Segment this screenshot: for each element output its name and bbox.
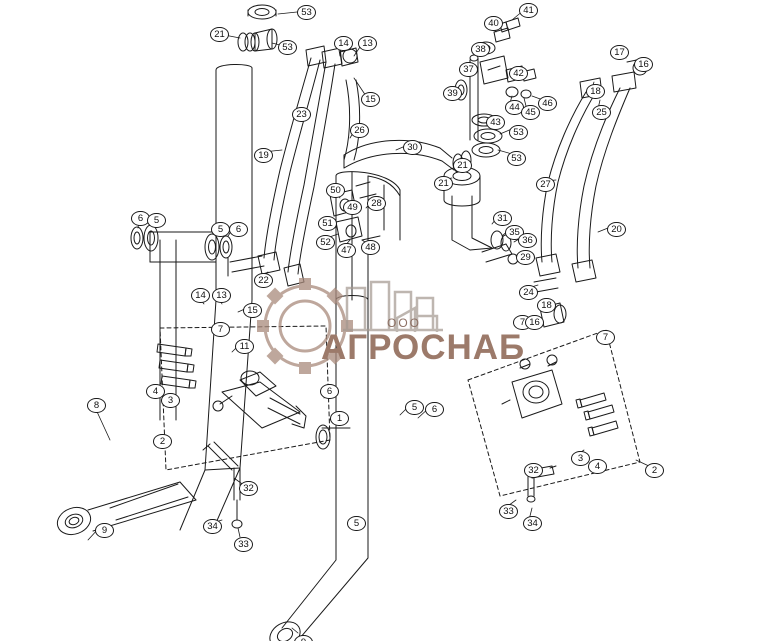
left-detail-panel-contents: [156, 343, 307, 529]
callout-39: 39: [443, 86, 462, 101]
callout-50: 50: [326, 183, 345, 198]
callout-11: 11: [235, 339, 254, 354]
callout-53: 53: [278, 40, 297, 55]
callout-30: 30: [403, 140, 422, 155]
callout-36: 36: [518, 233, 537, 248]
callout-5: 5: [211, 222, 230, 237]
callout-13: 13: [358, 36, 377, 51]
callout-8: 8: [87, 398, 106, 413]
callout-53: 53: [507, 151, 526, 166]
callout-15: 15: [243, 303, 262, 318]
callout-25: 25: [592, 105, 611, 120]
callout-49: 49: [343, 200, 362, 215]
callout-15: 15: [361, 92, 380, 107]
callout-53: 53: [509, 125, 528, 140]
center-hose: [343, 79, 361, 161]
callout-21: 21: [434, 176, 453, 191]
left-detail-panel: [159, 325, 331, 471]
callout-46: 46: [538, 96, 557, 111]
callout-31: 31: [493, 211, 512, 226]
callout-19: 19: [254, 148, 273, 163]
callout-32: 32: [239, 481, 258, 496]
callout-52: 52: [316, 235, 335, 250]
callout-6: 6: [425, 402, 444, 417]
callout-20: 20: [607, 222, 626, 237]
callout-42: 42: [509, 66, 528, 81]
callout-27: 27: [536, 177, 555, 192]
callout-37: 37: [459, 62, 478, 77]
callout-33: 33: [499, 504, 518, 519]
callout-38: 38: [471, 42, 490, 57]
callout-32: 32: [524, 463, 543, 478]
callout-51: 51: [318, 216, 337, 231]
callout-9: 9: [95, 523, 114, 538]
callout-21: 21: [210, 27, 229, 42]
callout-18: 18: [586, 84, 605, 99]
callout-28: 28: [367, 196, 386, 211]
callout-3: 3: [571, 451, 590, 466]
callout-6: 6: [229, 222, 248, 237]
callout-33: 33: [234, 537, 253, 552]
callout-16: 16: [525, 315, 544, 330]
callout-40: 40: [484, 16, 503, 31]
callout-53: 53: [297, 5, 316, 20]
callout-4: 4: [588, 459, 607, 474]
callout-48: 48: [361, 240, 380, 255]
callout-34: 34: [203, 519, 222, 534]
callout-1: 1: [330, 411, 349, 426]
callout-43: 43: [486, 115, 505, 130]
center-boom-tube: [269, 295, 369, 641]
callout-24: 24: [519, 285, 538, 300]
callout-18: 18: [537, 298, 556, 313]
callout-6: 6: [320, 384, 339, 399]
callout-7: 7: [596, 330, 615, 345]
callout-14: 14: [334, 36, 353, 51]
callout-2: 2: [153, 434, 172, 449]
callout-2: 2: [645, 463, 664, 478]
callout-5: 5: [347, 516, 366, 531]
callout-16: 16: [634, 57, 653, 72]
callout-45: 45: [521, 105, 540, 120]
callout-21: 21: [453, 158, 472, 173]
callout-5: 5: [405, 400, 424, 415]
callout-13: 13: [212, 288, 231, 303]
callout-17: 17: [610, 45, 629, 60]
callout-29: 29: [516, 250, 535, 265]
callout-23: 23: [292, 107, 311, 122]
callout-47: 47: [337, 243, 356, 258]
callout-22: 22: [254, 273, 273, 288]
callout-14: 14: [191, 288, 210, 303]
left-top-pin-stack: [237, 4, 278, 52]
right-detail-panel-contents: [501, 354, 619, 503]
callout-7: 7: [211, 322, 230, 337]
callout-26: 26: [350, 123, 369, 138]
center-right-link: [451, 195, 519, 265]
callout-41: 41: [519, 3, 538, 18]
callout-4: 4: [146, 384, 165, 399]
callout-3: 3: [161, 393, 180, 408]
callout-5: 5: [147, 213, 166, 228]
left-hydraulic-hoses: [227, 45, 359, 287]
center-cross-beam: [335, 139, 455, 301]
callout-34: 34: [523, 516, 542, 531]
